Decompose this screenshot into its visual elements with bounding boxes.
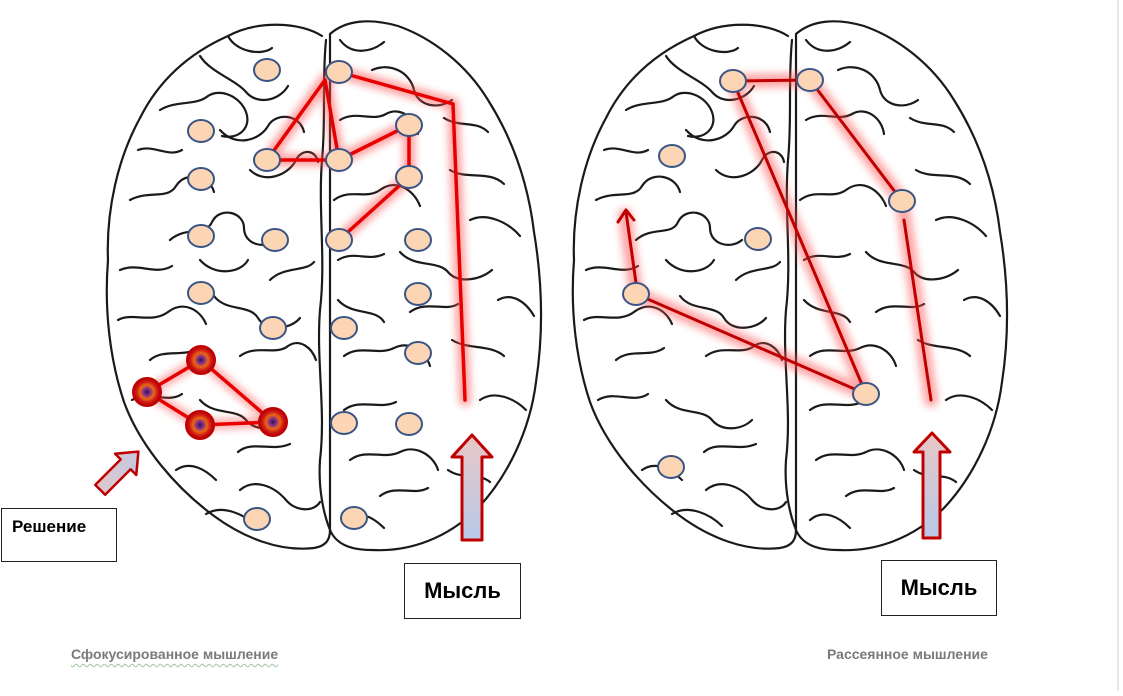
neuron-node [330,316,358,340]
neuron-node [340,506,368,530]
thought-label-box-right: Мысль [881,560,997,616]
solution-label: Решение [12,517,87,536]
neuron-node [325,228,353,252]
neuron-node [325,148,353,172]
neuron-node [187,167,215,191]
neuron-node [395,165,423,189]
neuron-node [796,68,824,92]
neuron-node [261,228,289,252]
active-node [186,345,216,375]
focused-nodes [187,58,432,531]
neuron-node [187,119,215,143]
diffuse-nodes [622,68,916,479]
active-node [258,407,288,437]
caption-diffuse-thinking: Рассеянное мышление [827,646,988,662]
caption-focused-thinking: Сфокусированное мышление [71,646,279,662]
thought-label-left: Мысль [424,578,501,603]
neuron-node [187,281,215,305]
neuron-node [253,58,281,82]
diffuse-small-arrow [616,208,638,285]
path-segment [731,79,868,396]
thought-label-box-left: Мысль [404,563,521,619]
neuron-node [404,228,432,252]
solution-arrow [94,450,140,496]
path-segment [323,78,341,162]
neuron-node [187,224,215,248]
path-segment [902,218,933,402]
path-segment [337,175,411,242]
neuron-node [395,113,423,137]
neuron-node [404,341,432,365]
path-segment [634,292,868,396]
thought-arrow-left [450,433,494,542]
neuron-node [658,144,686,168]
solution-cluster [132,345,288,440]
neuron-node [744,227,772,251]
solution-label-box: Решение [1,508,117,562]
path-segment [451,102,467,402]
neuron-node [888,189,916,213]
neuron-node [657,455,685,479]
neuron-node [243,507,271,531]
neuron-node [325,60,353,84]
brain-right-midline [783,38,798,532]
neuron-node [719,69,747,93]
thought-arrow-right [912,431,952,540]
brain-right-outline [571,20,1009,552]
neuron-node [395,412,423,436]
path-segment [337,70,455,106]
path-segment [808,78,904,203]
brain-focused [105,20,543,552]
diffuse-path-glow [618,73,938,407]
brain-left-midline [317,38,332,532]
neuron-node [404,282,432,306]
path-segment [265,78,327,162]
neuron-node [253,148,281,172]
active-node [132,377,162,407]
neuron-node [330,411,358,435]
neuron-node [259,316,287,340]
active-node [185,410,215,440]
neuron-node [622,282,650,306]
path-segment [199,358,275,424]
thought-label-right: Мысль [900,575,978,600]
neuron-node [852,382,880,406]
brain-left-outline [105,20,543,552]
